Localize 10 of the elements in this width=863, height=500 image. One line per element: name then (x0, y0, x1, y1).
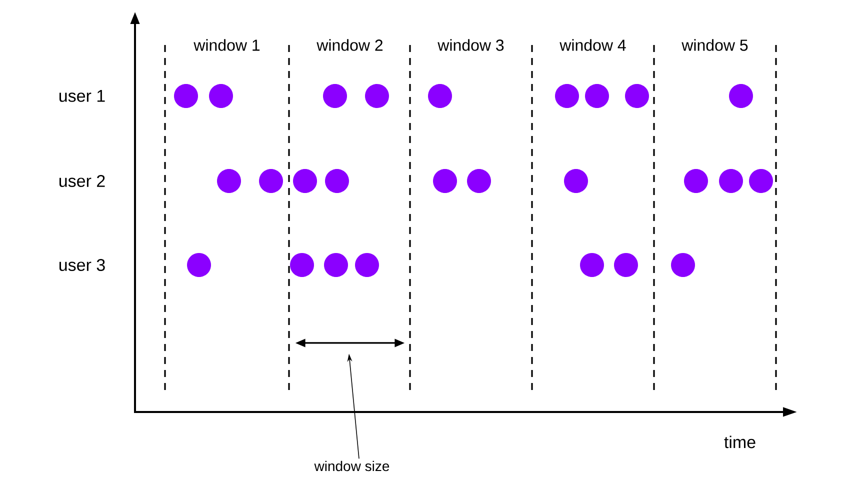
axis-label: user 2 (59, 174, 105, 188)
window-label: window 1 (192, 38, 262, 52)
window-label: window 3 (436, 38, 506, 52)
axis-label: user 1 (59, 90, 105, 102)
caption-text: window size (314, 460, 390, 472)
axis-label: user 3 (59, 258, 105, 271)
axis-label: time (724, 436, 756, 448)
window-label: window 2 (316, 38, 384, 52)
window-label: window 4 (558, 38, 628, 52)
window-label: window 5 (680, 38, 750, 52)
